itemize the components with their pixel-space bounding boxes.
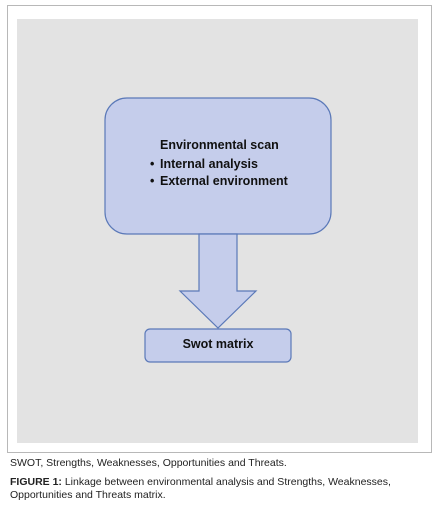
swot-matrix-box [144, 328, 292, 363]
environmental-scan-title: Environmental scan [160, 138, 279, 152]
caption-label: FIGURE 1: [10, 476, 62, 488]
bullet-text: External environment [160, 174, 288, 188]
down-arrow [178, 233, 258, 329]
figure-footnote: SWOT, Strengths, Weaknesses, Opportuniti… [10, 457, 287, 469]
bullet-external-environment: • External environment [150, 174, 288, 188]
swot-matrix-label: Swot matrix [182, 337, 254, 351]
bullet-dot: • [150, 174, 155, 188]
caption-text: Linkage between environmental analysis a… [10, 476, 391, 501]
bullet-text: Internal analysis [160, 157, 258, 171]
figure-caption: FIGURE 1: Linkage between environmental … [10, 476, 434, 502]
bullet-internal-analysis: • Internal analysis [150, 157, 258, 171]
bullet-dot: • [150, 157, 155, 171]
